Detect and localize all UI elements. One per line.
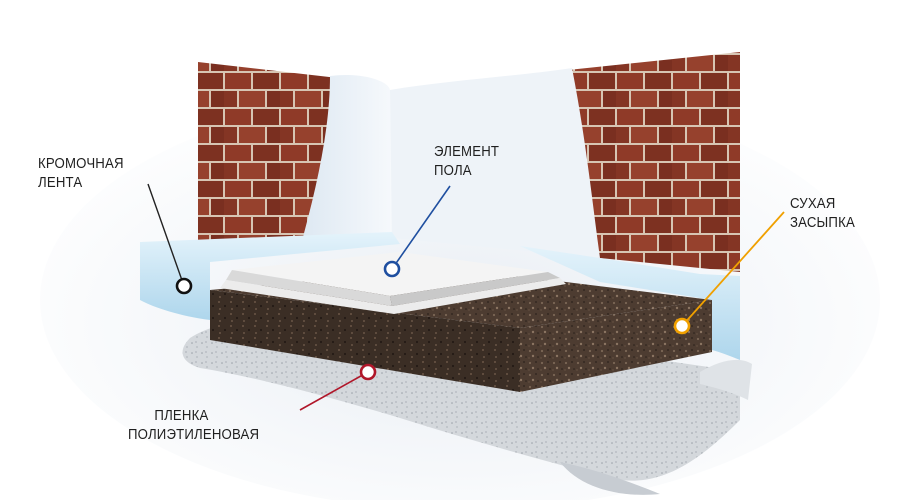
leader-line-poly-film [299, 371, 369, 411]
brick-wall-right [568, 52, 740, 272]
brick-wall-left [198, 62, 338, 252]
backfill-side [520, 300, 712, 392]
label-dry-backfill-line2: ЗАСЫПКА [790, 214, 855, 231]
marker-dry-backfill [673, 317, 691, 335]
floor-element-layer2 [220, 278, 566, 314]
marker-edge-tape [175, 277, 193, 295]
marker-floor-element [383, 260, 401, 278]
leader-line-edge-tape [147, 183, 185, 287]
plaster-wall-back [390, 68, 600, 258]
label-poly-film: ПЛЕНКА ПОЛИЭТИЛЕНОВАЯ [128, 406, 259, 444]
backfill-front [210, 290, 520, 392]
label-dry-backfill: СУХАЯ ЗАСЫПКА [790, 194, 855, 232]
label-dry-backfill-line1: СУХАЯ [790, 195, 836, 212]
label-floor-element-line2: ПОЛА [434, 162, 472, 179]
marker-poly-film [359, 363, 377, 381]
edge-tape-left [140, 232, 400, 320]
film-fold [560, 462, 660, 495]
label-edge-tape-line1: КРОМОЧНАЯ [38, 155, 124, 172]
film-edge-right [700, 359, 752, 400]
plaster-wall [300, 74, 392, 248]
label-poly-film-line2: ПОЛИЭТИЛЕНОВАЯ [128, 426, 260, 443]
floor-element-front [226, 270, 392, 306]
label-edge-tape-line2: ЛЕНТА [38, 174, 83, 191]
label-floor-element: ЭЛЕМЕНТ ПОЛА [434, 142, 499, 180]
leader-line-dry-backfill [681, 211, 785, 327]
floor-element-side [390, 272, 560, 306]
label-edge-tape: КРОМОЧНАЯ ЛЕНТА [38, 154, 124, 192]
label-poly-film-line1: ПЛЕНКА [154, 407, 209, 424]
label-floor-element-line1: ЭЛЕМЕНТ [434, 143, 500, 160]
leader-line-floor-element [391, 185, 451, 270]
edge-tape-right [520, 246, 740, 360]
